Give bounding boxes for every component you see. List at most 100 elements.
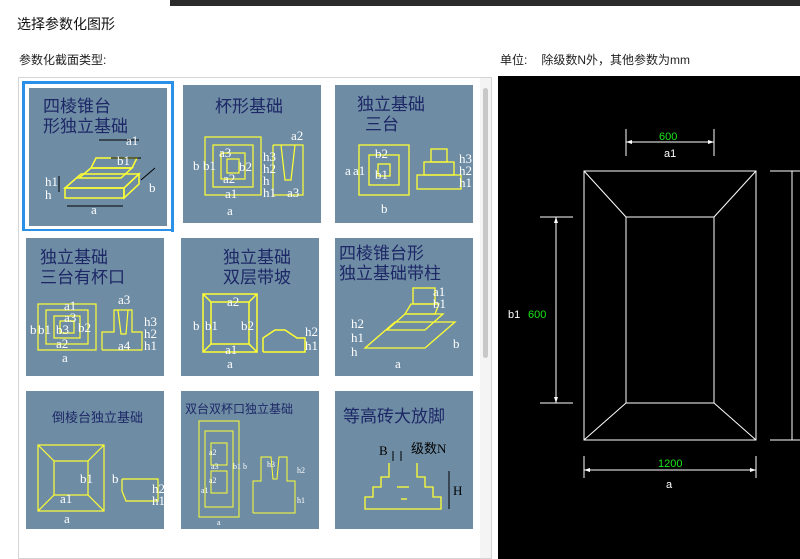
window-title: 选择参数化图形 bbox=[17, 16, 115, 32]
dim-b1: b1 bbox=[203, 158, 216, 173]
dim-b: b bbox=[30, 322, 37, 337]
thumb-three-step-cup-footing[interactable]: 独立基础 三台有杯口 a1 a3 b1 b3 b2 a2 a b bbox=[19, 231, 171, 382]
dim-h3: h3 bbox=[267, 460, 275, 469]
dim-h2: h2 bbox=[144, 326, 157, 341]
thumb-pyramid-footing-with-column[interactable]: 四棱锥台形 独立基础带柱 a1 b1 h2 h1 h b a bbox=[328, 231, 480, 382]
thumb-image: 四棱锥台形 独立基础带柱 a1 b1 h2 h1 h b a bbox=[335, 238, 473, 376]
dim-h: h bbox=[45, 187, 52, 202]
thumb-image: 独立基础 三台有杯口 a1 a3 b1 b3 b2 a2 a b bbox=[26, 238, 164, 376]
dim-a: a bbox=[91, 202, 97, 217]
dim-a: a bbox=[62, 350, 68, 365]
thumb-image: 独立基础 双层带坡 a2 b b1 b2 a1 a h2 h1 bbox=[181, 238, 319, 376]
double-cup-drawing: a2 a3 a2 a1 a b1 b h3 h2 h1 bbox=[198, 420, 305, 527]
dim-b1: b1 bbox=[375, 167, 388, 182]
thumb-caption-line1: 四棱锥台 bbox=[43, 97, 111, 117]
thumb-caption-line1: 杯形基础 bbox=[215, 97, 283, 117]
dim-b2: b2 bbox=[241, 318, 254, 333]
dim-h1: h1 bbox=[297, 496, 305, 505]
thumb-inverted-frustum-footing[interactable]: 倒棱台独立基础 b1 a1 a b h2 h1 bbox=[19, 384, 171, 535]
dim-b: b bbox=[381, 201, 388, 216]
dim-h1: h1 bbox=[144, 338, 157, 353]
dim-b2: b2 bbox=[78, 320, 91, 335]
dim-a1: a1 bbox=[225, 186, 237, 201]
dim-a: a bbox=[227, 356, 233, 371]
thumb-image: 杯形基础 a2 b b1 a3 b2 a2 a1 a h3 bbox=[183, 85, 321, 223]
three-step-footing-drawing: a a1 b2 b1 b h3 h2 h1 bbox=[345, 144, 472, 216]
dim-h2: h2 bbox=[459, 163, 472, 178]
double-slope-drawing: a2 b b1 b2 a1 a h2 h1 bbox=[193, 293, 318, 371]
dim-a2: a2 bbox=[56, 336, 68, 351]
dim-a1: a1 bbox=[201, 486, 209, 495]
dim-a3b: a3 bbox=[118, 292, 130, 307]
dim-h3: h3 bbox=[459, 151, 472, 166]
dim-a: a bbox=[345, 163, 351, 178]
thumb-caption-line2: 三台 bbox=[365, 115, 399, 135]
gallery-scrollbar[interactable] bbox=[480, 78, 491, 558]
thumb-caption-line2: 三台有杯口 bbox=[40, 268, 125, 288]
thumb-caption-line1: 独立基础 bbox=[40, 248, 108, 268]
dim-b1: b1 bbox=[80, 471, 93, 486]
thumb-brick-strip-footing[interactable]: 等高砖大放脚 B 级数N H bbox=[328, 384, 480, 535]
thumb-double-slope-footing[interactable]: 独立基础 双层带坡 a2 b b1 b2 a1 a h2 h1 bbox=[174, 231, 326, 382]
dim-b1: b1 bbox=[205, 318, 218, 333]
dim-h2: h2 bbox=[305, 324, 318, 339]
preview-a-value: 1200 bbox=[658, 458, 682, 470]
dim-h2: h2 bbox=[297, 466, 305, 475]
shape-gallery: 四棱锥台 形独立基础 a1 b1 bbox=[18, 77, 492, 559]
thumb-caption-line1: 倒棱台独立基础 bbox=[52, 411, 144, 426]
dim-b3: b3 bbox=[56, 322, 69, 337]
dim-h2: h2 bbox=[263, 161, 276, 176]
scrollbar-thumb[interactable] bbox=[483, 88, 488, 358]
label-B: B bbox=[379, 443, 388, 458]
thumb-caption-line1: 独立基础 bbox=[223, 248, 291, 268]
dim-b: b bbox=[243, 462, 247, 471]
dim-a: a bbox=[64, 511, 70, 526]
dim-b: b bbox=[149, 180, 156, 195]
dim-a: a bbox=[217, 518, 221, 527]
preview-b1-label: b1 bbox=[508, 309, 520, 321]
inverted-frustum-drawing: b1 a1 a b h2 h1 bbox=[37, 444, 164, 526]
thumb-caption-line2: 双层带坡 bbox=[223, 268, 291, 288]
dim-h3: h3 bbox=[144, 314, 157, 329]
dim-b: b bbox=[453, 336, 460, 351]
thumb-image: 倒棱台独立基础 b1 a1 a b h2 h1 bbox=[26, 391, 164, 529]
dim-h1: h1 bbox=[45, 174, 58, 189]
dim-a2: a2 bbox=[227, 294, 239, 309]
dim-a2b: a2 bbox=[223, 171, 235, 186]
thumb-image: 四棱锥台 形独立基础 a1 b1 bbox=[29, 88, 167, 226]
dim-a1: a1 bbox=[353, 163, 365, 178]
preview-a1-value: 600 bbox=[659, 131, 677, 143]
dim-a4: a4 bbox=[118, 338, 131, 353]
unit-label: 单位:除级数N外，其他参数为mm bbox=[500, 51, 704, 68]
dim-a3: a3 bbox=[219, 145, 231, 160]
three-step-cup-drawing: a1 a3 b1 b3 b2 a2 a b a3 a4 h3 h2 h1 bbox=[30, 292, 157, 365]
pyramid-footing-drawing: a1 b1 h1 h b a bbox=[45, 133, 156, 217]
cup-footing-drawing: a2 b b1 a3 b2 a2 a1 a h3 h2 h h1 a3 bbox=[193, 128, 304, 218]
dim-a1: a1 bbox=[225, 342, 237, 357]
thumb-caption-line1: 等高砖大放脚 bbox=[343, 407, 445, 427]
dim-a1: a1 bbox=[126, 133, 138, 148]
thumb-double-step-double-cup-footing[interactable]: 双台双杯口独立基础 a2 a3 a2 a1 a b1 b h3 h2 h1 bbox=[174, 384, 326, 535]
dim-a2: a2 bbox=[209, 448, 217, 457]
background-window-strip bbox=[170, 0, 800, 6]
dim-b: b bbox=[112, 471, 119, 486]
title-bar: 选择参数化图形 bbox=[0, 0, 800, 44]
thumb-cup-footing[interactable]: 杯形基础 a2 b b1 a3 b2 a2 a1 a h3 bbox=[176, 78, 328, 229]
preview-a-label: a bbox=[666, 479, 673, 491]
dim-h1: h1 bbox=[305, 338, 318, 353]
dim-h: h bbox=[263, 173, 270, 188]
dim-a1: a1 bbox=[433, 284, 445, 299]
dim-h1: h1 bbox=[351, 330, 364, 345]
dim-a1: a1 bbox=[64, 298, 76, 313]
preview-drawing: 600 a1 b1 600 1200 a bbox=[508, 129, 800, 491]
thumb-three-step-footing[interactable]: 独立基础 三台 a a1 b2 b1 b h3 h2 h1 bbox=[328, 78, 480, 229]
dim-a3: a3 bbox=[64, 310, 76, 325]
dim-a3: a3 bbox=[211, 462, 219, 471]
unit-caption: 单位: bbox=[500, 53, 528, 67]
thumb-pyramid-frustum-footing[interactable]: 四棱锥台 形独立基础 a1 b1 bbox=[22, 81, 174, 232]
section-label: 参数化截面类型: bbox=[19, 53, 107, 67]
dim-h1: h1 bbox=[152, 493, 164, 508]
dim-b: b bbox=[193, 318, 200, 333]
dim-h2: h2 bbox=[351, 316, 364, 331]
thumb-image: 等高砖大放脚 B 级数N H bbox=[335, 391, 473, 529]
